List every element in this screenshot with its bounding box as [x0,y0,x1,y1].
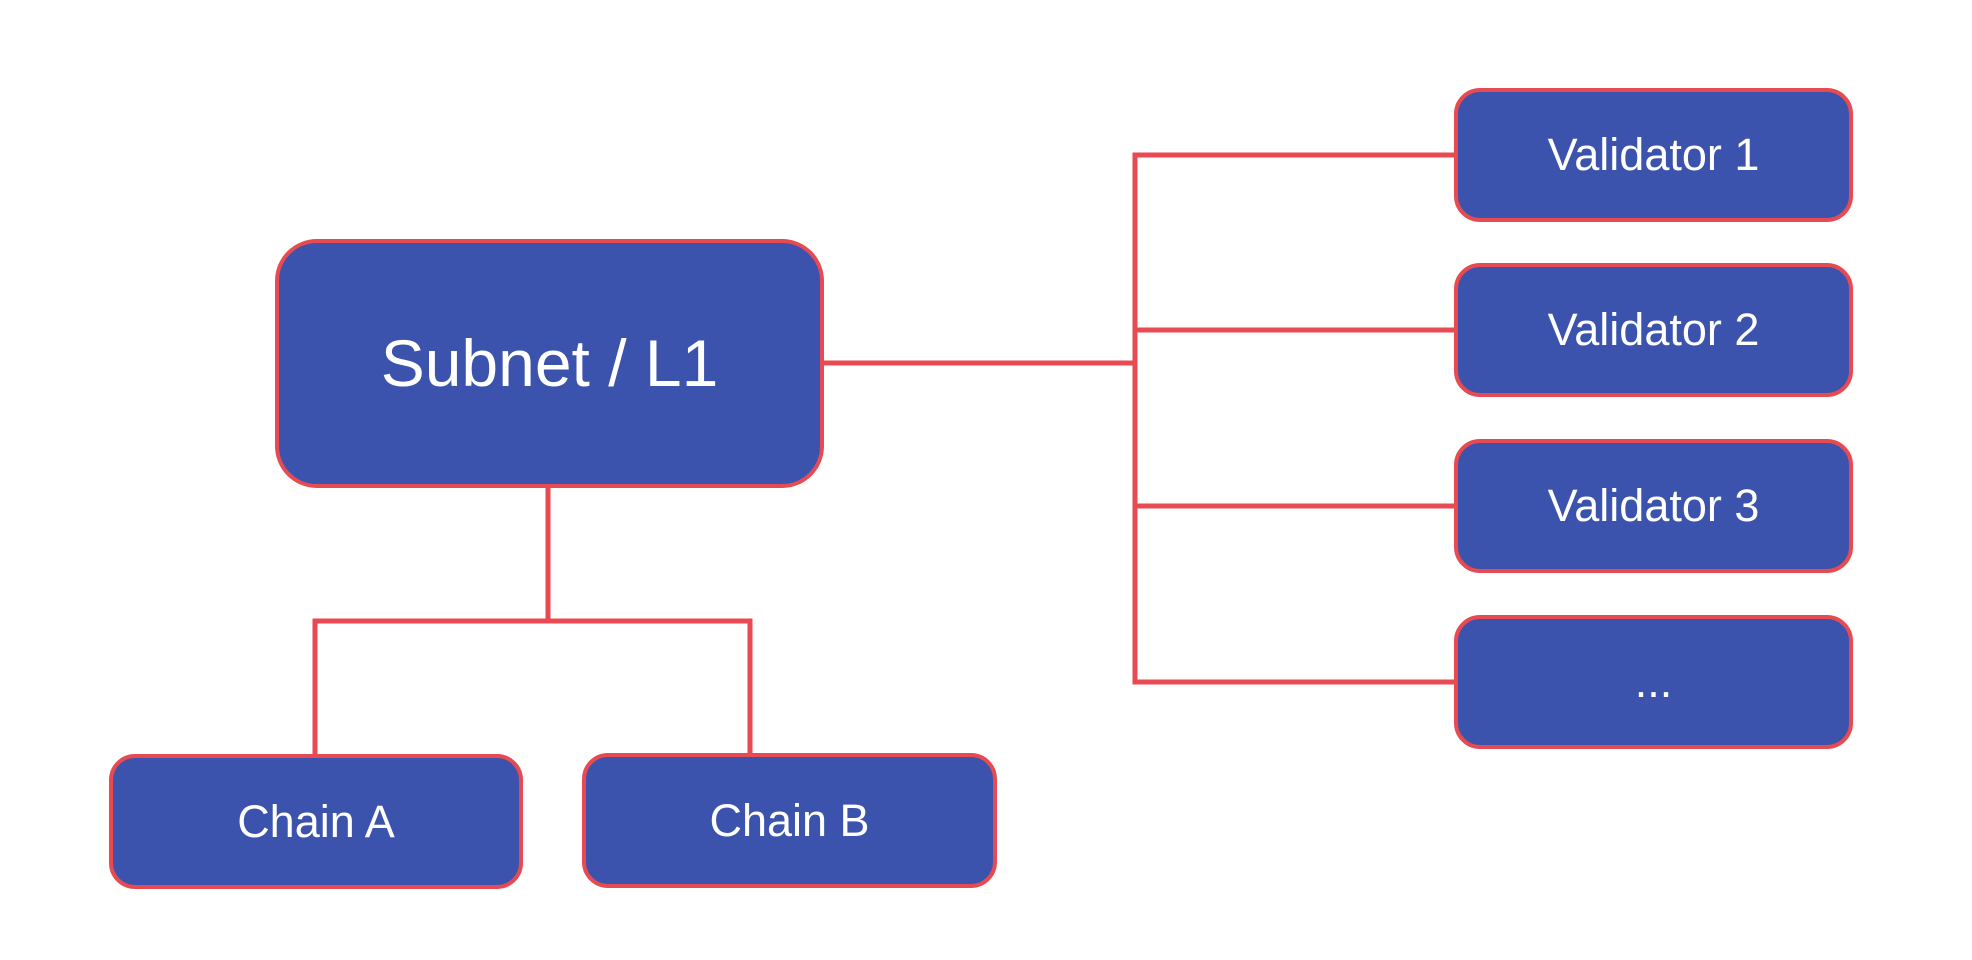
validator-3-node: Validator 3 [1454,439,1853,573]
validator-ellipsis-node: ... [1454,615,1853,749]
subnet-l1-node: Subnet / L1 [275,239,824,488]
chain-a-node: Chain A [109,754,523,889]
chain-b-node: Chain B [582,753,997,888]
edge-trunk-validator-1 [1132,152,1457,685]
edge-chains-tee [312,618,753,757]
chain-a-label: Chain A [237,795,395,847]
validator-1-label: Validator 1 [1547,129,1760,181]
validator-2-node: Validator 2 [1454,263,1853,397]
subnet-l1-label: Subnet / L1 [380,326,719,401]
validator-ellipsis-label: ... [1634,656,1673,708]
validator-1-node: Validator 1 [1454,88,1853,222]
validator-3-label: Validator 3 [1547,480,1760,532]
chain-b-label: Chain B [709,794,870,846]
validator-2-label: Validator 2 [1547,304,1760,356]
